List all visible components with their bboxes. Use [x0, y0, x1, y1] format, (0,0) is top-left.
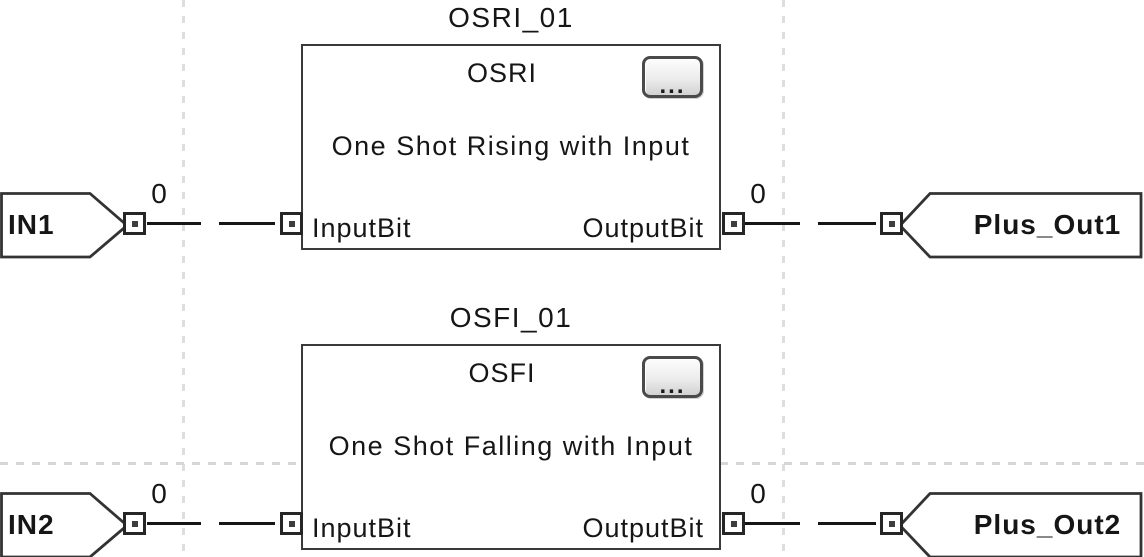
- block-output-pin[interactable]: [722, 512, 745, 535]
- block-properties-button[interactable]: ...: [642, 356, 703, 398]
- output-pin-label: OutputBit: [582, 212, 704, 243]
- wire-segment[interactable]: [219, 522, 275, 525]
- grid-line-vertical: [182, 0, 185, 557]
- output-value-display: 0: [750, 178, 766, 209]
- input-reference-tag[interactable]: [0, 492, 130, 557]
- output-value-display: 0: [750, 478, 766, 509]
- input-pin-label: InputBit: [312, 512, 412, 543]
- fbd-rung-osri: OSRI_01 IN1 0 0 OSRI ... One Shot Rising…: [0, 0, 1144, 259]
- input-pin-label: InputBit: [312, 212, 412, 243]
- block-instance-name[interactable]: OSRI_01: [448, 1, 574, 33]
- wire-segment[interactable]: [818, 522, 876, 525]
- function-block-osfi[interactable]: OSFI ... One Shot Falling with Input Inp…: [301, 344, 721, 550]
- output-ref-connector-pin[interactable]: [880, 212, 903, 235]
- pin-dot-icon: [730, 220, 737, 227]
- wire-segment[interactable]: [744, 222, 800, 225]
- pin-dot-icon: [131, 520, 138, 527]
- block-properties-button[interactable]: ...: [642, 56, 703, 98]
- input-ref-connector-pin[interactable]: [123, 212, 146, 235]
- input-reference-label: IN2: [8, 509, 55, 540]
- ellipsis-icon: ...: [659, 72, 686, 99]
- input-ref-connector-pin[interactable]: [123, 512, 146, 535]
- block-type-label: OSFI: [468, 357, 536, 388]
- block-description: One Shot Rising with Input: [331, 130, 691, 161]
- block-input-pin[interactable]: [280, 512, 303, 535]
- pin-dot-icon: [288, 220, 295, 227]
- block-input-pin[interactable]: [280, 212, 303, 235]
- output-ref-connector-pin[interactable]: [880, 512, 903, 535]
- pin-dot-icon: [288, 520, 295, 527]
- function-block-osri[interactable]: OSRI ... One Shot Rising with Input Inpu…: [301, 44, 721, 250]
- fbd-rung-osfi: OSFI_01 IN2 0 0 OSFI ... One Shot Fallin…: [0, 300, 1144, 557]
- pin-dot-icon: [888, 220, 895, 227]
- ellipsis-icon: ...: [659, 372, 686, 399]
- output-reference-label: Plus_Out1: [973, 209, 1122, 240]
- input-reference-label: IN1: [8, 209, 55, 240]
- output-reference-label: Plus_Out2: [973, 509, 1122, 540]
- block-description: One Shot Falling with Input: [328, 430, 694, 461]
- pin-dot-icon: [730, 520, 737, 527]
- output-reference-tag[interactable]: [898, 492, 1144, 557]
- block-output-pin[interactable]: [722, 212, 745, 235]
- input-value-display: 0: [151, 178, 167, 209]
- input-value-display: 0: [151, 478, 167, 509]
- block-instance-name[interactable]: OSFI_01: [449, 301, 573, 333]
- wire-segment[interactable]: [744, 522, 800, 525]
- pin-dot-icon: [888, 520, 895, 527]
- wire-segment[interactable]: [147, 522, 201, 525]
- output-pin-label: OutputBit: [582, 512, 704, 543]
- grid-line-vertical: [782, 0, 785, 557]
- pin-dot-icon: [131, 220, 138, 227]
- output-reference-tag[interactable]: [898, 192, 1144, 259]
- block-type-label: OSRI: [466, 57, 537, 88]
- wire-segment[interactable]: [147, 222, 201, 225]
- input-reference-tag[interactable]: [0, 192, 130, 259]
- wire-segment[interactable]: [219, 222, 275, 225]
- wire-segment[interactable]: [818, 222, 876, 225]
